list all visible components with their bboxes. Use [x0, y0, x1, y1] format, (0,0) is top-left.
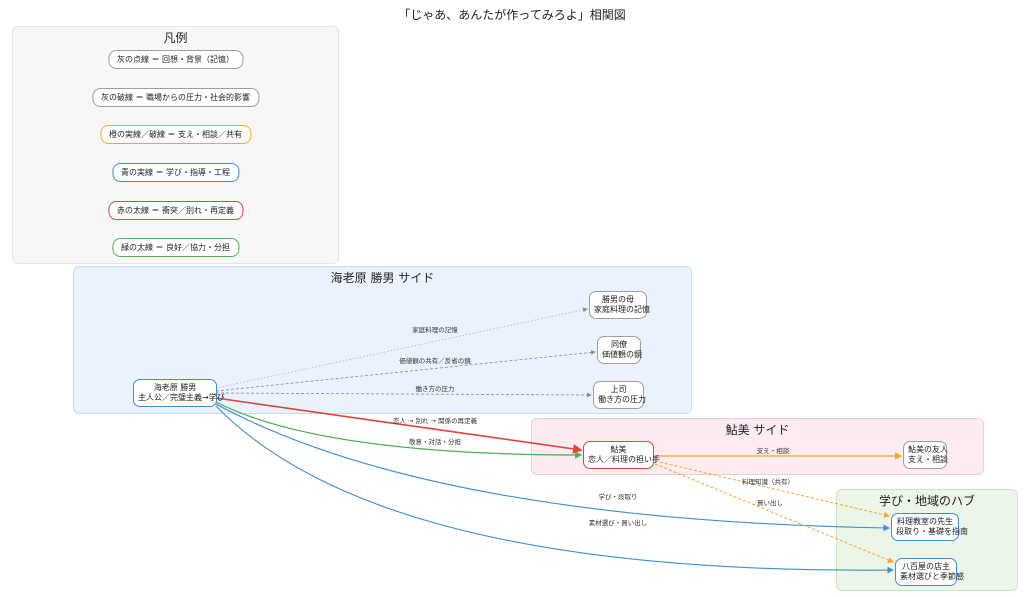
node-ayumi-desc: 恋人／料理の担い手: [588, 455, 660, 464]
edge-label-shopping: 買い出し: [757, 498, 783, 507]
group-title-ayumi: 鮎美 サイド: [725, 423, 790, 437]
legend-item-gray-dotted: 灰の点線 ＝ 回想・背景（記憶）: [107, 50, 244, 69]
legend-panel: 凡例 灰の点線 ＝ 回想・背景（記憶） 灰の破線 ＝ 職場からの圧力・社会的影響…: [12, 26, 339, 264]
node-grocer-name: 八百屋の店主: [902, 562, 950, 571]
edge-ayumi-grocer: [654, 463, 894, 563]
node-friend-desc: 支え・相談: [908, 455, 948, 464]
edge-label-cooperate: 敬意・対話・分担: [409, 437, 462, 446]
node-teacher-desc: 段取り・基礎を指南: [896, 527, 968, 536]
edge-label-mother: 家庭料理の記憶: [412, 325, 458, 334]
node-boss-name: 上司: [610, 385, 627, 394]
edge-label-conflict: 恋人 → 別れ → 関係の再定義: [393, 416, 478, 425]
node-friend-name: 鮎美の友人: [908, 445, 948, 454]
group-title-hub: 学び・地域のハブ: [878, 494, 975, 508]
node-grocer-desc: 素材選びと季節感: [900, 572, 964, 581]
edge-label-friend: 支え・相談: [757, 446, 790, 455]
node-ayumi-name: 鮎美: [610, 445, 627, 454]
legend-title: 凡例: [163, 31, 188, 45]
node-mother-desc: 家庭料理の記憶: [594, 305, 650, 314]
legend-item-red: 赤の太線 ＝ 衝突／別れ・再定義: [107, 201, 244, 220]
node-mother[interactable]: 勝男の母 家庭料理の記憶: [589, 291, 650, 319]
legend-item-orange: 橙の実線／破線 ＝ 支え・相談／共有: [99, 125, 252, 144]
node-teacher-name: 料理教室の先生: [897, 517, 953, 526]
edge-label-boss: 働き方の圧力: [416, 384, 455, 393]
node-katsuo[interactable]: 海老原 勝男 主人公／完璧主義→学び: [133, 379, 225, 407]
edge-label-shared: 料理知識（共有）: [742, 477, 794, 486]
edge-ayumi-teacher: [654, 460, 890, 518]
edge-label-ingredients: 素材選び・買い出し: [589, 518, 648, 527]
node-colleague-name: 同僚: [611, 340, 627, 349]
legend-item-gray-dashed: 灰の破線 ＝ 職場からの圧力・社会的影響: [91, 88, 260, 107]
edge-katsuo-mother: [215, 307, 588, 389]
edge-katsuo-boss: [215, 392, 592, 398]
node-boss-desc: 働き方の圧力: [598, 395, 646, 404]
edge-katsuo-grocer: [215, 405, 895, 574]
node-katsuo-name: 海老原 勝男: [153, 383, 197, 392]
node-teacher[interactable]: 料理教室の先生 段取り・基礎を指南: [891, 513, 968, 541]
node-grocer[interactable]: 八百屋の店主 素材選びと季節感: [895, 558, 964, 586]
legend-item-green: 緑の太線 ＝ 良好／協力・分担: [111, 238, 240, 257]
node-colleague-desc: 価値観の鏡: [602, 350, 642, 359]
node-mother-name: 勝男の母: [602, 295, 634, 304]
edge-katsuo-colleague: [215, 350, 596, 392]
edge-label-colleague: 価値観の共有／反省の鏡: [399, 356, 471, 365]
edge-katsuo-ayumi-conflict: [215, 397, 583, 454]
edge-katsuo-teacher: [215, 403, 891, 532]
node-katsuo-desc: 主人公／完璧主義→学び: [138, 393, 225, 402]
node-colleague[interactable]: 同僚 価値観の鏡: [597, 336, 642, 364]
diagram-title: 「じゃあ、あんたが作ってみろよ」相関図: [398, 8, 626, 22]
node-friend[interactable]: 鮎美の友人 支え・相談: [903, 441, 948, 469]
node-ayumi[interactable]: 鮎美 恋人／料理の担い手: [583, 441, 660, 469]
legend-item-blue: 青の実線 ＝ 学び・指導・工程: [111, 163, 240, 182]
node-boss[interactable]: 上司 働き方の圧力: [593, 381, 646, 409]
edge-label-learn: 学び・段取り: [599, 492, 638, 501]
edge-katsuo-ayumi-cooperate: [215, 401, 583, 459]
group-title-ebihara: 海老原 勝男 サイド: [330, 271, 435, 285]
